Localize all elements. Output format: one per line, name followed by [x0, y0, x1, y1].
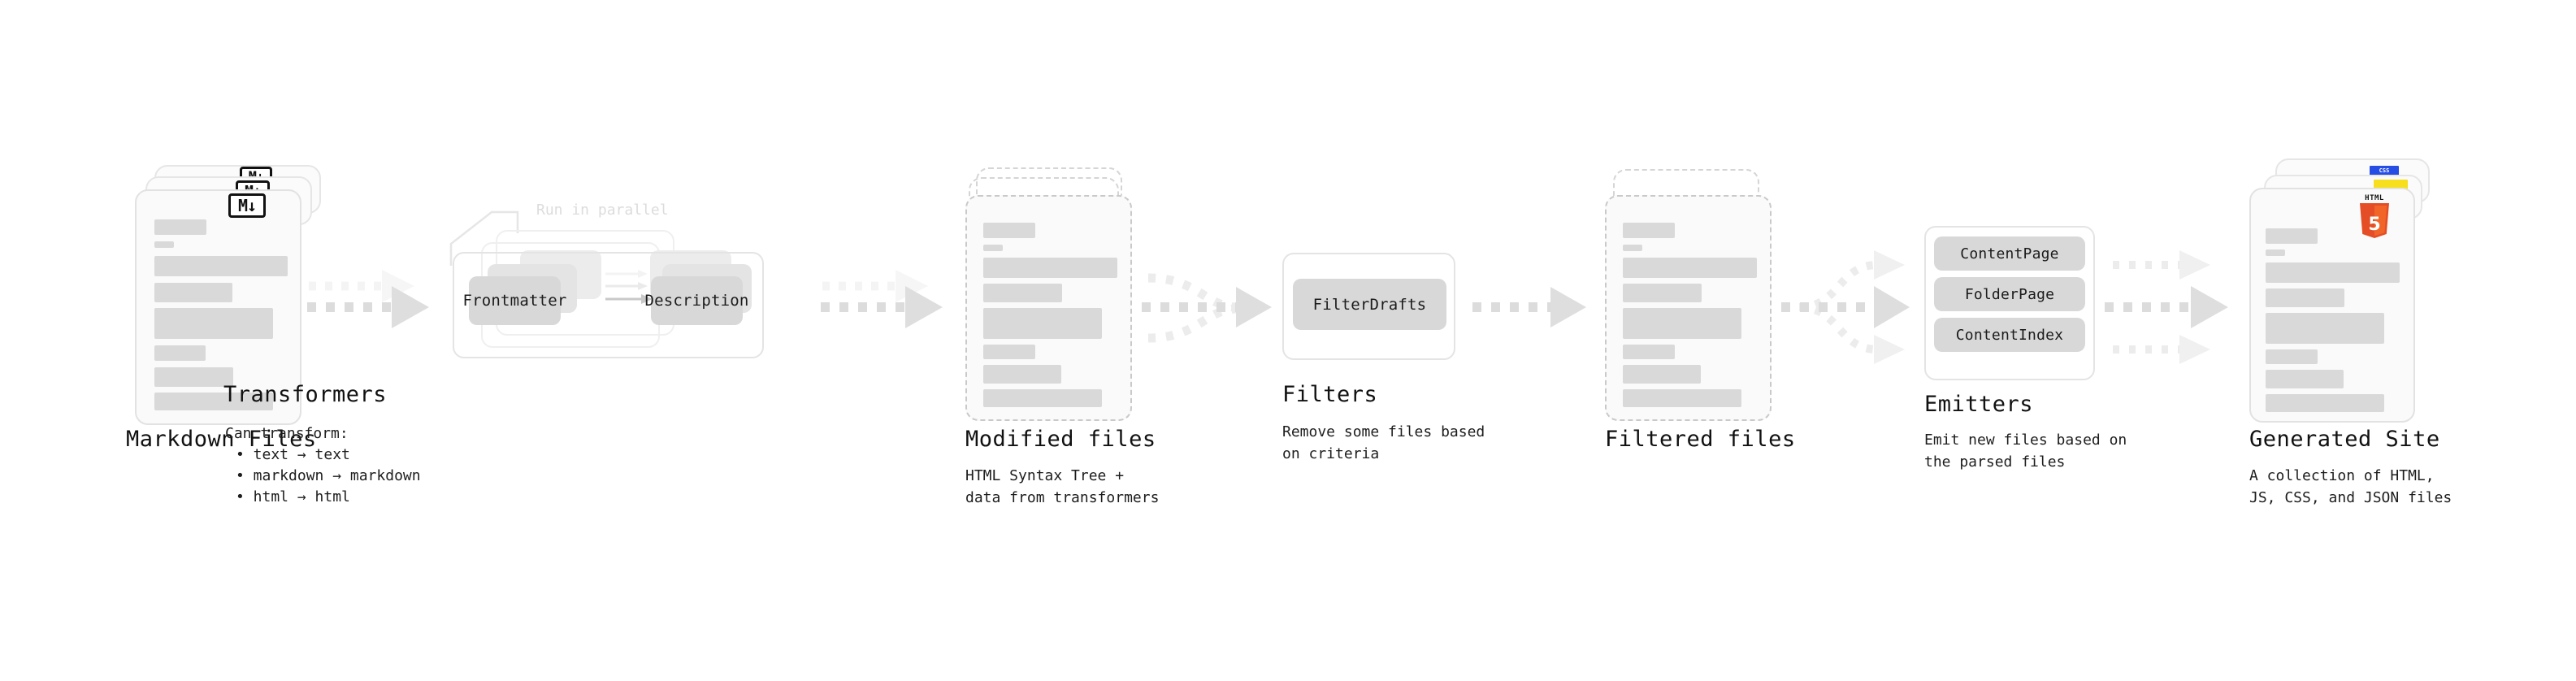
branch-up	[1798, 261, 1878, 311]
run-in-parallel-bracket	[449, 210, 519, 266]
arrowhead-up	[1874, 250, 1905, 280]
inner-arrow-ghost-2	[605, 282, 648, 290]
doc-bar	[983, 245, 1003, 251]
doc-bar	[983, 389, 1102, 407]
doc-bar	[1623, 245, 1642, 251]
connector-filtered-to-emitters	[1781, 250, 1910, 364]
doc-bar	[1623, 284, 1702, 302]
doc-bar	[154, 256, 288, 276]
inner-arrow-main	[605, 294, 653, 304]
doc-bar	[154, 283, 232, 302]
connector-emitters-to-site	[2105, 250, 2228, 364]
arrowhead-mid	[1874, 286, 1910, 328]
doc-bar	[2266, 288, 2344, 307]
arrow-ghost-upper	[309, 270, 414, 302]
transformers-group-box	[453, 252, 764, 358]
branch-down	[1798, 303, 1878, 354]
doc-bar	[983, 308, 1102, 339]
html5-shield-icon: 5	[2360, 203, 2389, 238]
css-badge-text: CSS	[2379, 167, 2390, 174]
transformers-bullet-2: • html → html	[236, 488, 350, 505]
run-in-parallel-label: Run in parallel	[536, 202, 669, 219]
transformer-pill-frontmatter-label: Frontmatter	[462, 292, 567, 310]
emitters-subtitle: Emit new files based on the parsed files	[1924, 432, 2127, 471]
arrowhead-up	[2179, 250, 2210, 280]
doc-bar	[154, 219, 206, 235]
doc-bar	[983, 345, 1035, 359]
html5-digit: 5	[2368, 215, 2380, 235]
doc-bar	[154, 345, 206, 361]
doc-bar	[1623, 389, 1741, 407]
doc-bar	[983, 365, 1061, 384]
filter-pill-filterdrafts-label: FilterDrafts	[1312, 295, 1427, 314]
filtered-files-card	[1605, 195, 1772, 421]
html5-badge: HTML 5	[2358, 195, 2391, 240]
emitter-pill-contentpage[interactable]: ContentPage	[1934, 236, 2085, 271]
emitter-pill-contentindex-label: ContentIndex	[1955, 326, 2064, 344]
arrow-main	[307, 286, 429, 328]
emitter-pill-folderpage[interactable]: FolderPage	[1934, 277, 2085, 311]
doc-bar	[2266, 249, 2285, 256]
arrowhead-down	[2179, 335, 2210, 364]
filter-pill-filterdrafts[interactable]: FilterDrafts	[1293, 279, 1446, 330]
arrowhead-mid	[2191, 286, 2228, 328]
doc-bar	[2266, 262, 2400, 283]
html5-badge-word: HTML	[2365, 194, 2384, 202]
doc-bar	[154, 241, 174, 248]
doc-bar	[2266, 349, 2318, 364]
doc-bar	[154, 308, 273, 339]
transformers-bullet-1: • markdown → markdown	[236, 467, 421, 484]
transformers-inner-arrows	[605, 270, 653, 304]
emitter-pill-contentpage-label: ContentPage	[1960, 245, 2059, 262]
emitter-pill-folderpage-label: FolderPage	[1964, 285, 2055, 303]
transformers-subtitle: Can transform:	[225, 425, 349, 442]
doc-bar	[1623, 223, 1675, 238]
doc-bar	[1623, 258, 1757, 278]
connector-markdown-to-transformers	[307, 270, 429, 328]
inner-arrow-ghost-1	[605, 270, 648, 278]
generated-site-card	[2249, 188, 2415, 423]
stage-title-transformers: Transformers	[223, 382, 388, 407]
doc-bar	[154, 393, 273, 410]
markdown-files-card	[135, 189, 301, 425]
arrowhead	[1550, 287, 1586, 327]
doc-bar	[2266, 313, 2384, 344]
doc-bar	[2266, 394, 2384, 412]
arrowhead	[1236, 287, 1272, 327]
filters-subtitle: Remove some files based on criteria	[1282, 423, 1485, 462]
md-badge: M↓	[228, 193, 266, 218]
arrow-ghost-upper	[822, 270, 928, 302]
css-badge: CSS	[2370, 166, 2399, 176]
stage-title-generated-site: Generated Site	[2249, 427, 2440, 452]
doc-bar	[1623, 365, 1701, 384]
doc-bar	[2266, 228, 2318, 244]
stage-title-markdown-files: Markdown Files	[126, 427, 317, 452]
stage-title-filtered-files: Filtered files	[1605, 427, 1796, 452]
generated-site-subtitle: A collection of HTML, JS, CSS, and JSON …	[2249, 467, 2452, 506]
doc-bar	[1623, 308, 1741, 339]
connector-modified-to-filters	[1142, 273, 1272, 343]
doc-bar	[983, 258, 1117, 278]
md-badge-text: M↓	[237, 196, 257, 215]
transformer-pill-frontmatter[interactable]: Frontmatter	[462, 276, 566, 325]
arrow-main	[821, 286, 943, 328]
doc-bar	[1623, 345, 1675, 359]
modified-files-card	[965, 195, 1132, 421]
doc-bar	[983, 284, 1062, 302]
stage-title-filters: Filters	[1282, 382, 1378, 407]
emitter-pill-contentindex[interactable]: ContentIndex	[1934, 318, 2085, 352]
transformer-pill-description-label: Description	[644, 292, 749, 310]
modified-files-subtitle: HTML Syntax Tree + data from transformer…	[965, 467, 1160, 506]
stage-title-emitters: Emitters	[1924, 392, 2034, 417]
transformer-pill-description[interactable]: Description	[644, 276, 748, 325]
doc-bar	[2266, 370, 2344, 388]
doc-bar	[154, 367, 233, 387]
doc-bar	[983, 223, 1035, 238]
transformers-bullet-0: • text → text	[236, 446, 350, 463]
connector-filters-to-filtered	[1472, 287, 1586, 327]
stage-title-modified-files: Modified files	[965, 427, 1156, 452]
arrowhead-down	[1874, 335, 1905, 364]
connector-transformers-to-modified	[821, 270, 943, 328]
